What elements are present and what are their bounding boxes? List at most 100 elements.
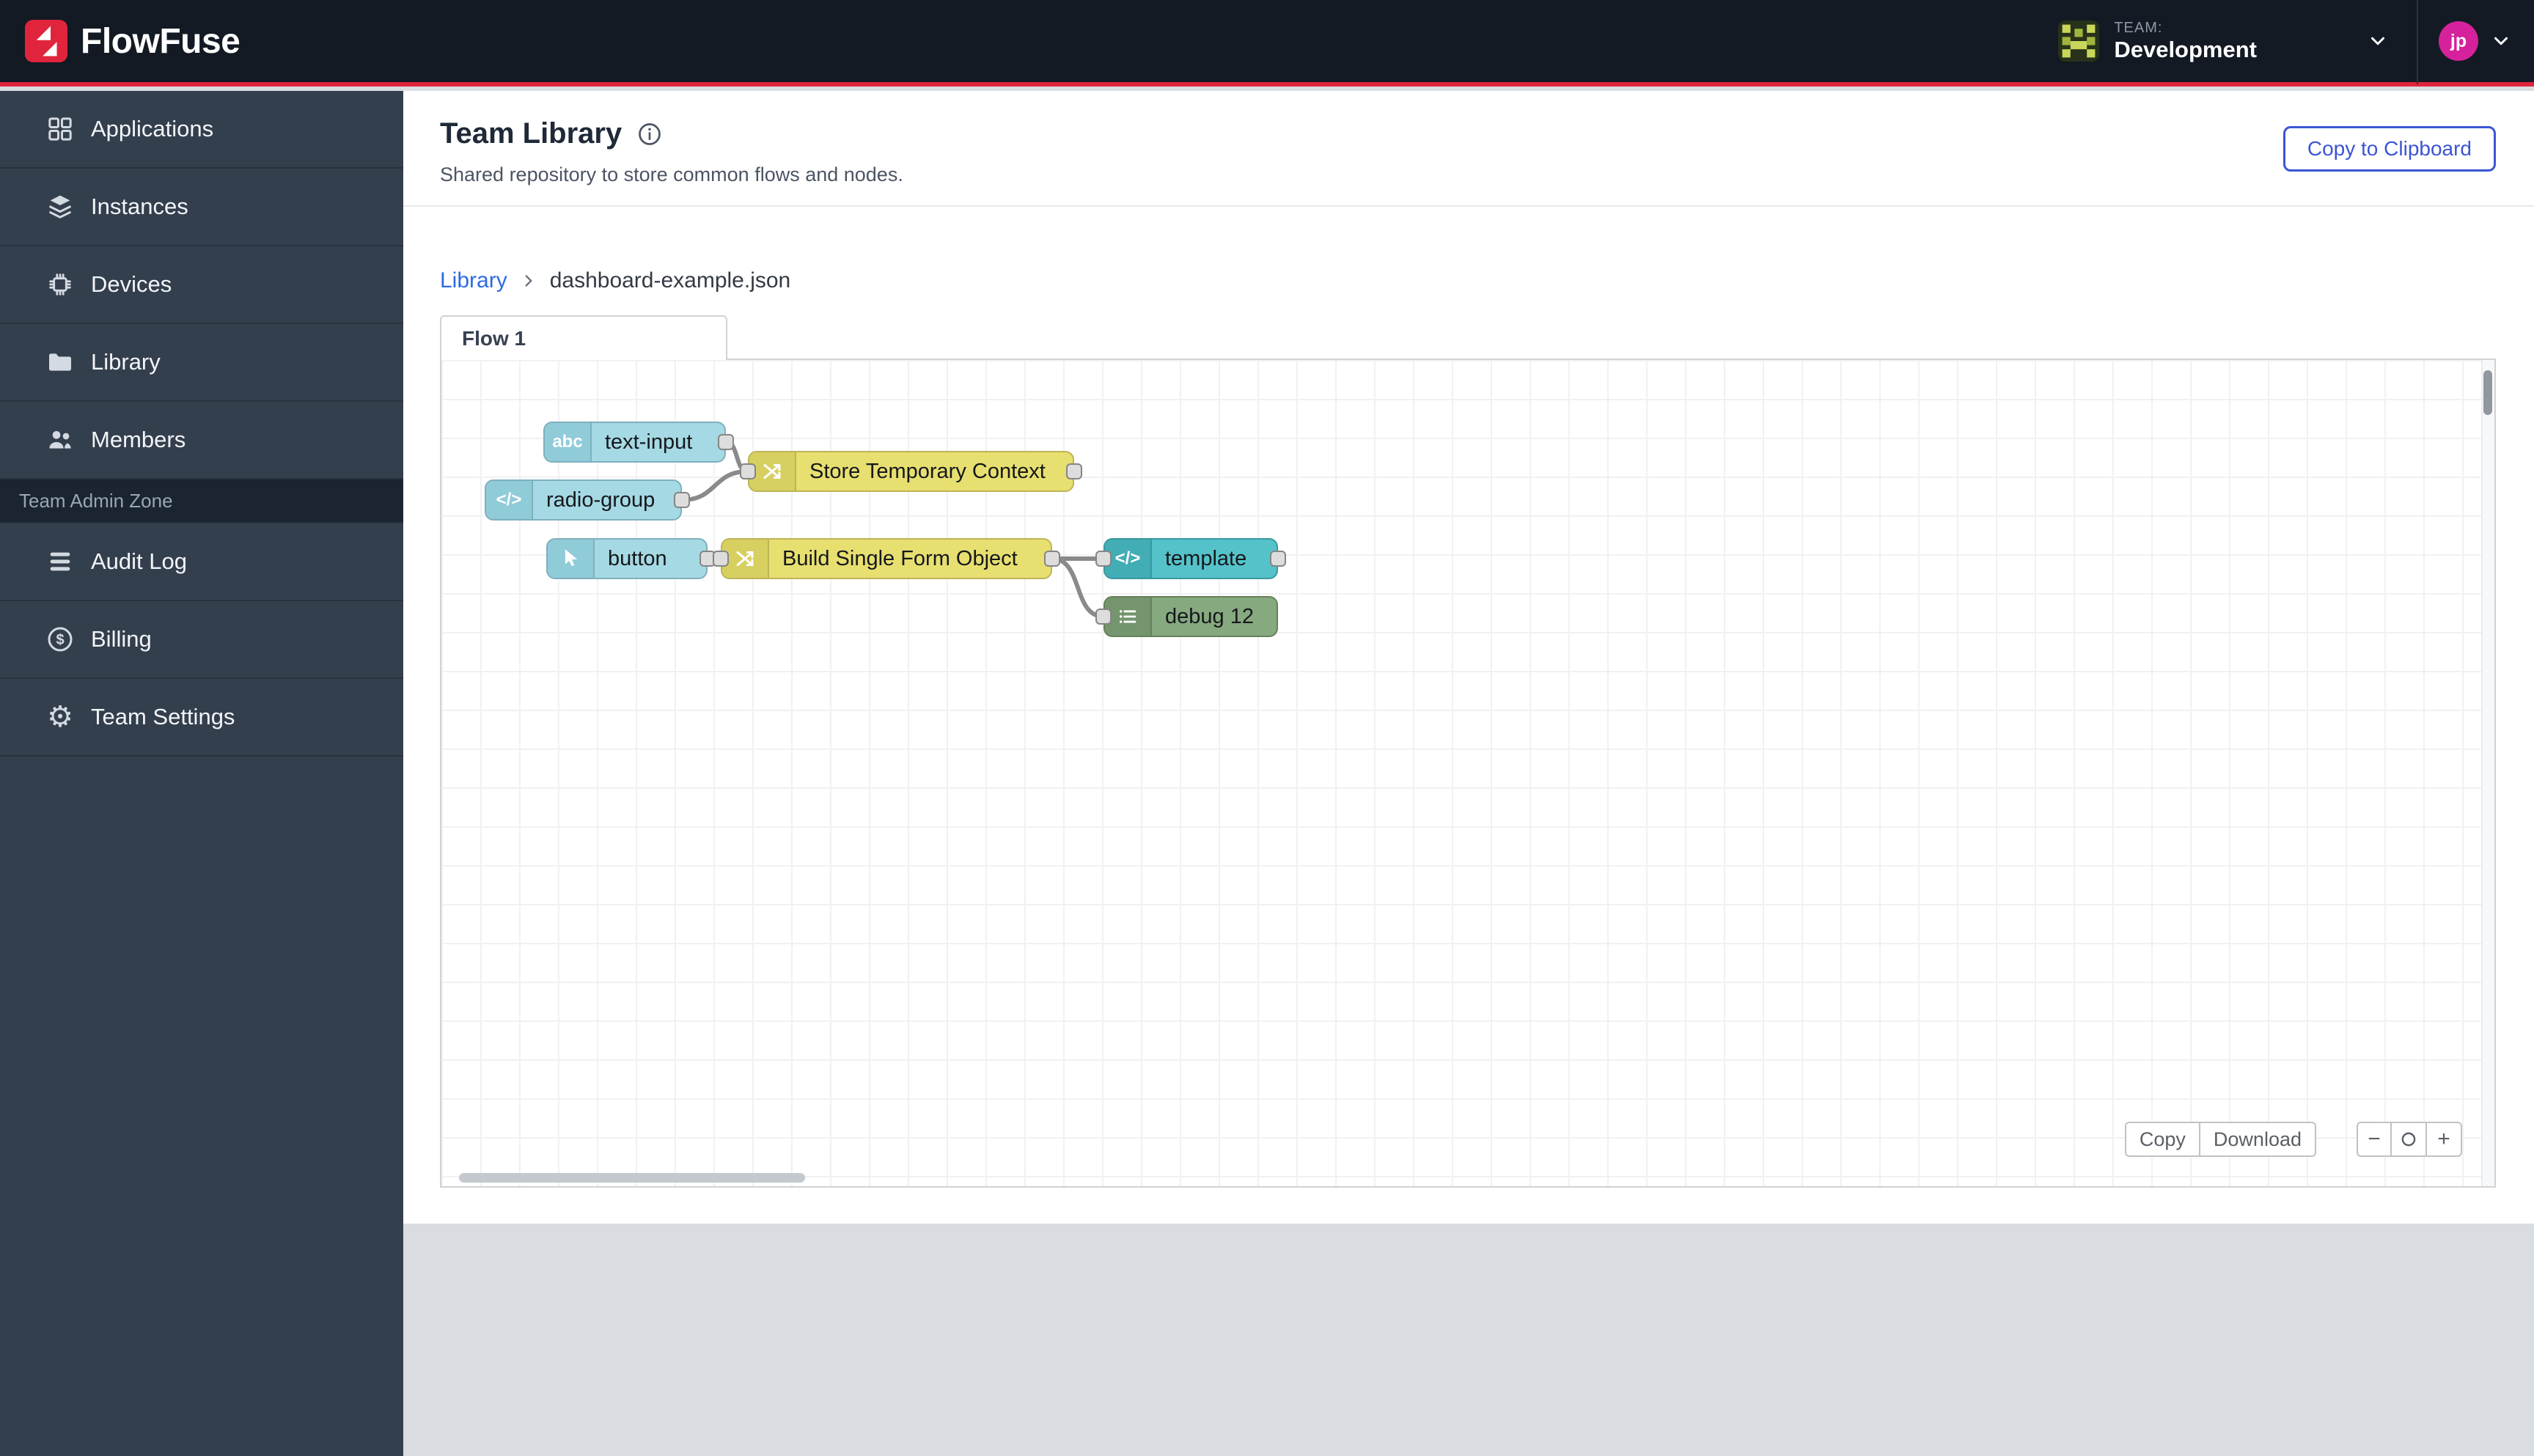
node-label: Build Single Form Object [782,546,1018,570]
sidebar-item-label: Billing [91,626,152,652]
sidebar-item-devices[interactable]: Devices [0,246,403,324]
sidebar-item-members[interactable]: Members [0,402,403,479]
page-subtitle: Shared repository to store common flows … [440,163,903,185]
flow-node-debug-12[interactable]: debug 12 [1095,596,1278,637]
flow-tab-label: Flow 1 [462,326,526,350]
team-selector[interactable]: TEAM: Development [2051,19,2396,63]
swap-icon [749,452,796,490]
flow-copy-button[interactable]: Copy [2124,1122,2199,1157]
sidebar-item-billing[interactable]: $ Billing [0,601,403,679]
sidebar-item-label: Devices [91,271,172,297]
sidebar: Applications Instances Devices Library [0,91,403,1456]
input-port[interactable] [1095,551,1112,567]
code-icon: </> [1105,540,1152,578]
team-admin-zone-section: Team Admin Zone [0,479,403,523]
page-title: Team Library [440,117,623,150]
user-menu[interactable]: jp [2439,21,2512,61]
sidebar-item-label: Members [91,427,186,452]
flow-canvas[interactable]: abc text-input Store Temporary Context [440,359,2496,1188]
output-port[interactable] [1270,551,1286,567]
brand-home-link[interactable]: FlowFuse [25,20,240,62]
applications-icon [45,114,75,144]
sidebar-item-team-settings[interactable]: ⚙ Team Settings [0,679,403,757]
sidebar-item-library[interactable]: Library [0,324,403,402]
sidebar-item-audit-log[interactable]: Audit Log [0,523,403,601]
flow-node-radio-group[interactable]: </> radio-group [485,479,690,521]
main-area: Team Library Shared repository to store … [403,91,2534,1456]
output-port[interactable] [674,492,690,508]
node-label: radio-group [546,488,655,512]
flow-node-store-temporary-context[interactable]: Store Temporary Context [740,451,1082,492]
output-port[interactable] [718,434,734,450]
content-panel: Team Library Shared repository to store … [403,91,2534,1224]
sidebar-item-label: Library [91,349,161,375]
code-icon: </> [486,481,533,519]
horizontal-scrollbar-thumb[interactable] [459,1173,805,1183]
sidebar-item-label: Team Settings [91,704,235,729]
abc-icon: abc [545,423,592,461]
vertical-scrollbar-thumb[interactable] [2483,370,2492,415]
chevron-down-icon [2371,37,2384,45]
breadcrumb-library-link[interactable]: Library [440,268,507,293]
pointer-icon [548,540,595,578]
zoom-out-icon: − [2368,1127,2381,1151]
flow-node-template[interactable]: </> template [1095,538,1286,579]
flow-node-build-single-form-object[interactable]: Build Single Form Object [713,538,1060,579]
flow-node-text-input[interactable]: abc text-input [543,422,734,463]
flowfuse-logo-icon [25,20,67,62]
zoom-controls: − + [2357,1122,2462,1157]
library-folder-icon [45,348,75,377]
team-text: TEAM: Development [2114,19,2257,63]
input-port[interactable] [713,551,729,567]
breadcrumb: Library dashboard-example.json [440,268,790,293]
section-label: Team Admin Zone [19,489,173,512]
chevron-down-icon [2494,37,2508,45]
flow-node-button[interactable]: button [546,538,716,579]
members-icon [45,425,75,455]
top-navbar: FlowFuse TEAM: Development [0,0,2534,87]
team-label: TEAM: [2114,20,2163,36]
zoom-out-button[interactable]: − [2357,1122,2392,1157]
svg-text:$: $ [56,632,64,648]
node-label: template [1165,546,1247,570]
instances-icon [45,192,75,221]
output-port[interactable] [1066,463,1082,479]
sidebar-item-label: Audit Log [91,548,187,574]
zoom-in-button[interactable]: + [2427,1122,2462,1157]
brand-name: FlowFuse [81,21,240,61]
output-port[interactable] [1044,551,1060,567]
team-avatar [2058,21,2100,62]
zoom-reset-icon [2401,1132,2416,1147]
navbar-right: TEAM: Development jp [2051,0,2512,84]
sidebar-item-label: Instances [91,194,188,219]
input-port[interactable] [740,463,756,479]
flow-tab[interactable]: Flow 1 [440,315,727,360]
node-label: debug 12 [1165,604,1254,628]
breadcrumb-chevron-icon [525,275,532,287]
sidebar-item-applications[interactable]: Applications [0,91,403,169]
header-divider [403,205,2534,207]
sidebar-item-instances[interactable]: Instances [0,169,403,246]
node-label: button [608,546,667,570]
zoom-reset-button[interactable] [2392,1122,2427,1157]
node-label: text-input [605,430,693,454]
input-port[interactable] [1095,608,1112,625]
user-avatar: jp [2439,21,2478,61]
flow-download-button[interactable]: Download [2198,1122,2316,1157]
billing-icon: $ [45,625,75,654]
node-label: Store Temporary Context [809,459,1046,483]
debug-icon [1105,598,1152,636]
page-header: Team Library Shared repository to store … [440,117,903,186]
devices-icon [45,270,75,299]
audit-log-icon [45,547,75,576]
navbar-divider [2417,0,2418,84]
info-icon[interactable] [636,121,663,147]
swap-icon [722,540,769,578]
zoom-in-icon: + [2437,1127,2450,1151]
vertical-scrollbar-track[interactable] [2481,360,2494,1186]
copy-to-clipboard-button[interactable]: Copy to Clipboard [2283,126,2496,172]
canvas-actions: Copy Download [2124,1122,2316,1157]
team-name: Development [2114,37,2257,62]
breadcrumb-current: dashboard-example.json [549,268,791,293]
sidebar-item-label: Applications [91,116,214,141]
